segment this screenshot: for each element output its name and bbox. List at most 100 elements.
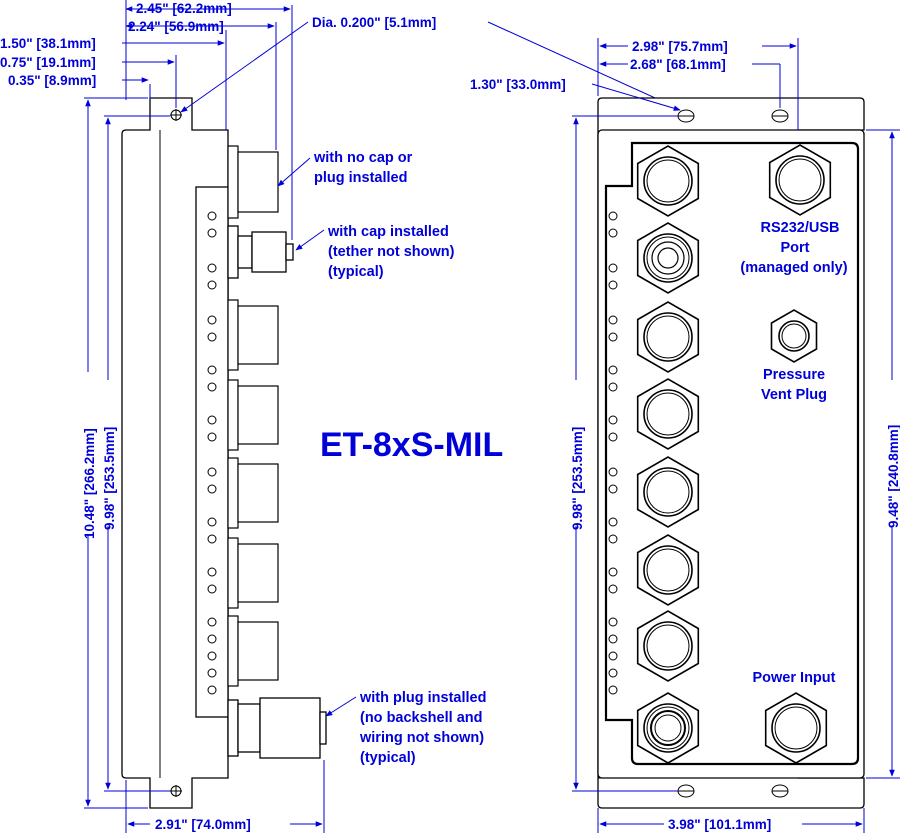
front-inner-panel: [604, 141, 860, 766]
screw-dot: [207, 228, 217, 238]
callout-cap-line1: with cap installed: [327, 224, 449, 240]
model-title: ET-8xS-MIL: [320, 426, 503, 464]
rs232-usb-connector: [768, 144, 832, 216]
screw-dot: [207, 567, 217, 577]
screw-dot: [207, 415, 217, 425]
port-connector: [636, 378, 700, 450]
callout-plug-line1: with plug installed: [359, 690, 486, 706]
screw-dot: [207, 634, 217, 644]
port-connector: [636, 610, 700, 682]
front-screw-dots: [608, 211, 618, 695]
front-connectors: [636, 144, 832, 764]
screw-dot: [608, 211, 618, 221]
screw-dot: [608, 517, 618, 527]
capped-connector: [227, 225, 294, 279]
screw-dot: [207, 332, 217, 342]
label-rs232-line2: Port: [781, 240, 810, 256]
screw-dot: [608, 315, 618, 325]
dim-0.75: 0.75" [19.1mm]: [0, 55, 96, 70]
screw-dot: [608, 584, 618, 594]
screw-dot: [207, 668, 217, 678]
callout-cap-line2: (tether not shown): [328, 244, 455, 260]
pressure-vent-plug: [770, 309, 818, 363]
callout-plug-line4: (typical): [360, 750, 416, 766]
screw-dot: [608, 484, 618, 494]
port-connector: [636, 534, 700, 606]
power-input-connector: [764, 692, 828, 764]
screw-dot: [207, 584, 217, 594]
label-power-input: Power Input: [753, 670, 836, 686]
screw-dot: [608, 651, 618, 661]
front-view: RS232/USB Port (managed only) Pressure V…: [470, 38, 900, 833]
side-connector: [227, 537, 279, 609]
screw-dot: [207, 382, 217, 392]
side-connector: [227, 615, 279, 687]
dim-2.68: 2.68" [68.1mm]: [630, 57, 726, 72]
dim-10.48: 10.48" [266.2mm]: [82, 428, 97, 539]
screw-dot: [608, 332, 618, 342]
dim-1.30: 1.30" [33.0mm]: [470, 77, 566, 92]
screw-dot: [207, 617, 217, 627]
port-connector: [636, 456, 700, 528]
screw-dot: [207, 211, 217, 221]
screw-dot: [207, 685, 217, 695]
screw-dot: [207, 432, 217, 442]
screw-dot: [608, 467, 618, 477]
side-connector: [227, 379, 279, 451]
dim-3.98: 3.98" [101.1mm]: [668, 817, 771, 832]
side-view: 2.45" [62.2mm] 2.24" [56.9mm] 1.50" [38.…: [0, 0, 687, 833]
screw-dot: [608, 685, 618, 695]
screw-dot: [207, 517, 217, 527]
screw-dot: [608, 617, 618, 627]
label-vent-line2: Vent Plug: [761, 387, 827, 403]
callout-no-cap-line1: with no cap or: [313, 150, 413, 166]
screw-dot: [608, 382, 618, 392]
dim-9.98-front: 9.98" [253.5mm]: [570, 427, 585, 530]
screw-dot: [608, 263, 618, 273]
dim-2.45: 2.45" [62.2mm]: [136, 1, 232, 16]
side-screw-dots: [207, 211, 217, 695]
screw-dot: [207, 467, 217, 477]
dim-1.50: 1.50" [38.1mm]: [0, 36, 96, 51]
dim-9.98-side: 9.98" [253.5mm]: [102, 427, 117, 530]
label-rs232-line1: RS232/USB: [761, 220, 840, 236]
screw-dot: [207, 280, 217, 290]
screw-dot: [207, 365, 217, 375]
screw-dot: [207, 263, 217, 273]
port-connector-capped: [636, 222, 700, 294]
dim-0.35: 0.35" [8.9mm]: [8, 73, 96, 88]
screw-dot: [608, 668, 618, 678]
port-connector-plugged: [636, 692, 700, 764]
callout-no-cap-line2: plug installed: [314, 170, 407, 186]
label-rs232-line3: (managed only): [740, 260, 847, 276]
side-connector: [227, 299, 279, 371]
screw-dot: [608, 415, 618, 425]
screw-dot: [207, 315, 217, 325]
callout-plug-line2: (no backshell and: [360, 710, 482, 726]
label-vent-line1: Pressure: [763, 367, 825, 383]
screw-dot: [608, 228, 618, 238]
dim-2.24: 2.24" [56.9mm]: [128, 19, 224, 34]
dim-2.98: 2.98" [75.7mm]: [632, 39, 728, 54]
side-connector: [227, 457, 279, 529]
dim-9.48: 9.48" [240.8mm]: [886, 425, 900, 528]
side-connectors: [227, 145, 279, 687]
screw-dot: [608, 567, 618, 577]
screw-dot: [608, 432, 618, 442]
port-connector: [636, 145, 700, 217]
callout-cap-line3: (typical): [328, 264, 384, 280]
plugged-connector: [227, 697, 327, 759]
screw-dot: [608, 534, 618, 544]
screw-dot: [608, 280, 618, 290]
screw-dot: [608, 634, 618, 644]
callout-plug-line3: wiring not shown): [359, 730, 484, 746]
dim-2.91: 2.91" [74.0mm]: [155, 817, 251, 832]
dim-diameter: Dia. 0.200" [5.1mm]: [312, 15, 436, 30]
screw-dot: [608, 365, 618, 375]
side-connector-face: [195, 186, 229, 718]
screw-dot: [207, 651, 217, 661]
screw-dot: [207, 484, 217, 494]
side-connector: [227, 145, 279, 219]
port-connector: [636, 301, 700, 373]
